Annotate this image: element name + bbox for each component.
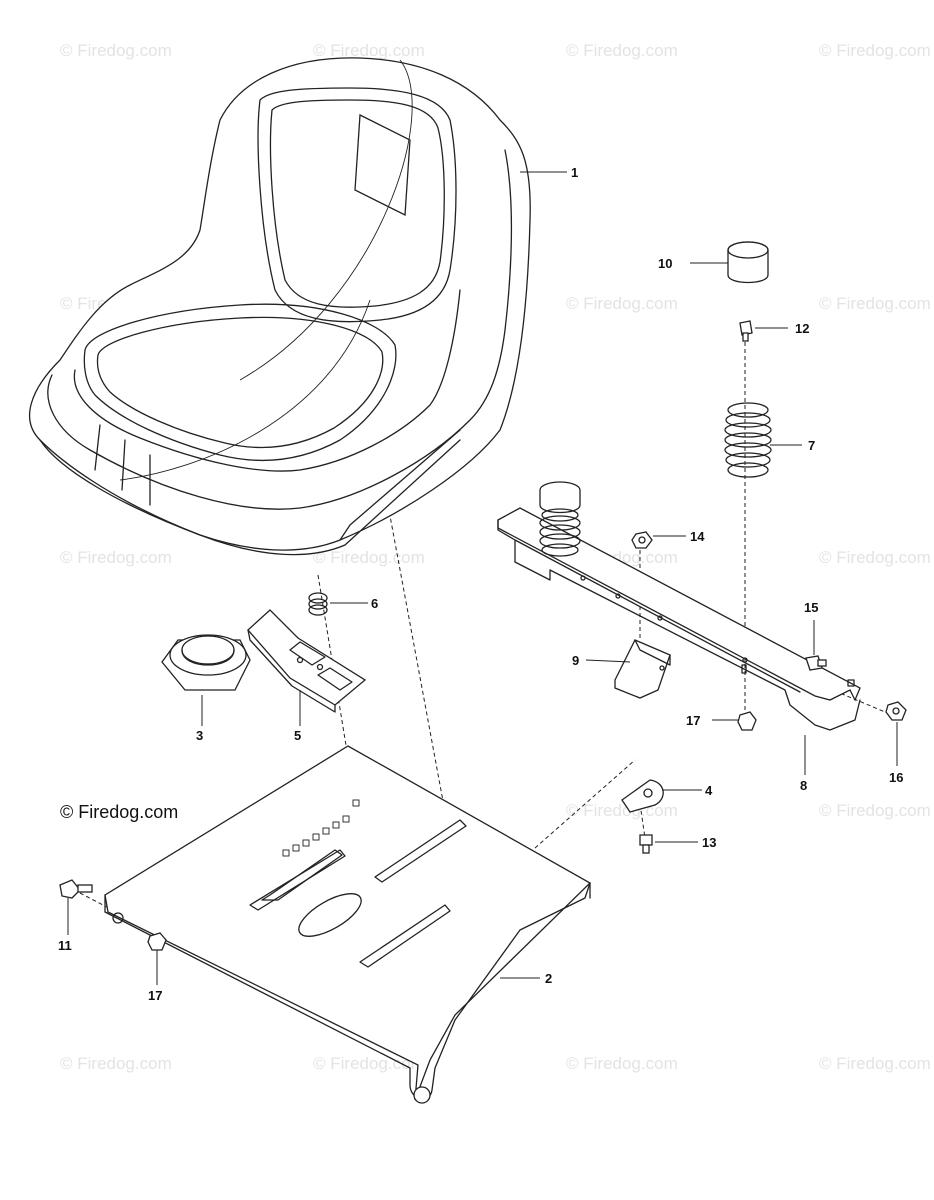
bolt-15 xyxy=(805,620,827,671)
spring-cap xyxy=(690,241,769,284)
callout-2: 2 xyxy=(545,971,552,986)
nut-17-left xyxy=(147,932,167,985)
watermark: © Firedog.com xyxy=(60,548,172,567)
seat-rail xyxy=(497,507,861,775)
nut-16 xyxy=(885,701,907,766)
callout-12: 12 xyxy=(795,321,809,336)
watermark: © Firedog.com xyxy=(313,41,425,60)
callout-6: 6 xyxy=(371,596,378,611)
watermark: © Firedog.com xyxy=(60,1054,172,1073)
watermark: © Firedog.com xyxy=(566,41,678,60)
bolt-13 xyxy=(639,834,698,854)
watermark: © Firedog.com xyxy=(313,1054,425,1073)
bolt-11 xyxy=(59,879,93,935)
seat-plate xyxy=(104,745,592,1104)
callout-11: 11 xyxy=(58,938,72,953)
seat xyxy=(28,57,567,556)
callout-3: 3 xyxy=(196,728,203,743)
watermark: © Firedog.com xyxy=(819,548,931,567)
rail-spring-assembly xyxy=(539,481,581,557)
seat-spring xyxy=(724,402,802,478)
watermark: © Firedog.com xyxy=(60,41,172,60)
bolt-12 xyxy=(739,320,788,342)
callout-7: 7 xyxy=(808,438,815,453)
watermark: © Firedog.com xyxy=(819,294,931,313)
callout-17-left: 17 xyxy=(148,988,162,1003)
callout-labels: 1 2 3 4 5 6 7 8 9 10 11 12 13 14 15 16 1… xyxy=(58,165,903,1003)
callout-1: 1 xyxy=(571,165,578,180)
callout-17-right: 17 xyxy=(686,713,700,728)
watermark: © Firedog.com xyxy=(566,801,678,820)
callout-14: 14 xyxy=(690,529,705,544)
watermark: © Firedog.com xyxy=(819,801,931,820)
watermark-grid: © Firedog.com © Firedog.com © Firedog.co… xyxy=(60,41,931,1073)
switch-bracket xyxy=(247,609,367,726)
watermark: © Firedog.com xyxy=(566,294,678,313)
callout-8: 8 xyxy=(800,778,807,793)
watermark: © Firedog.com xyxy=(566,1054,678,1073)
callout-10: 10 xyxy=(658,256,672,271)
watermark: © Firedog.com xyxy=(313,548,425,567)
watermark: © Firedog.com xyxy=(819,41,931,60)
cam-washer xyxy=(621,779,702,813)
callout-15: 15 xyxy=(804,600,818,615)
bracket-9 xyxy=(585,639,671,699)
seat-switch xyxy=(161,634,251,726)
callout-5: 5 xyxy=(294,728,301,743)
callout-9: 9 xyxy=(572,653,579,668)
callout-4: 4 xyxy=(705,783,713,798)
callout-16: 16 xyxy=(889,770,903,785)
small-spring xyxy=(308,592,368,616)
watermark: © Firedog.com xyxy=(819,1054,931,1073)
copyright-text: © Firedog.com xyxy=(60,802,178,822)
nut-14 xyxy=(631,531,686,549)
nut-17-right xyxy=(712,711,757,731)
callout-13: 13 xyxy=(702,835,716,850)
